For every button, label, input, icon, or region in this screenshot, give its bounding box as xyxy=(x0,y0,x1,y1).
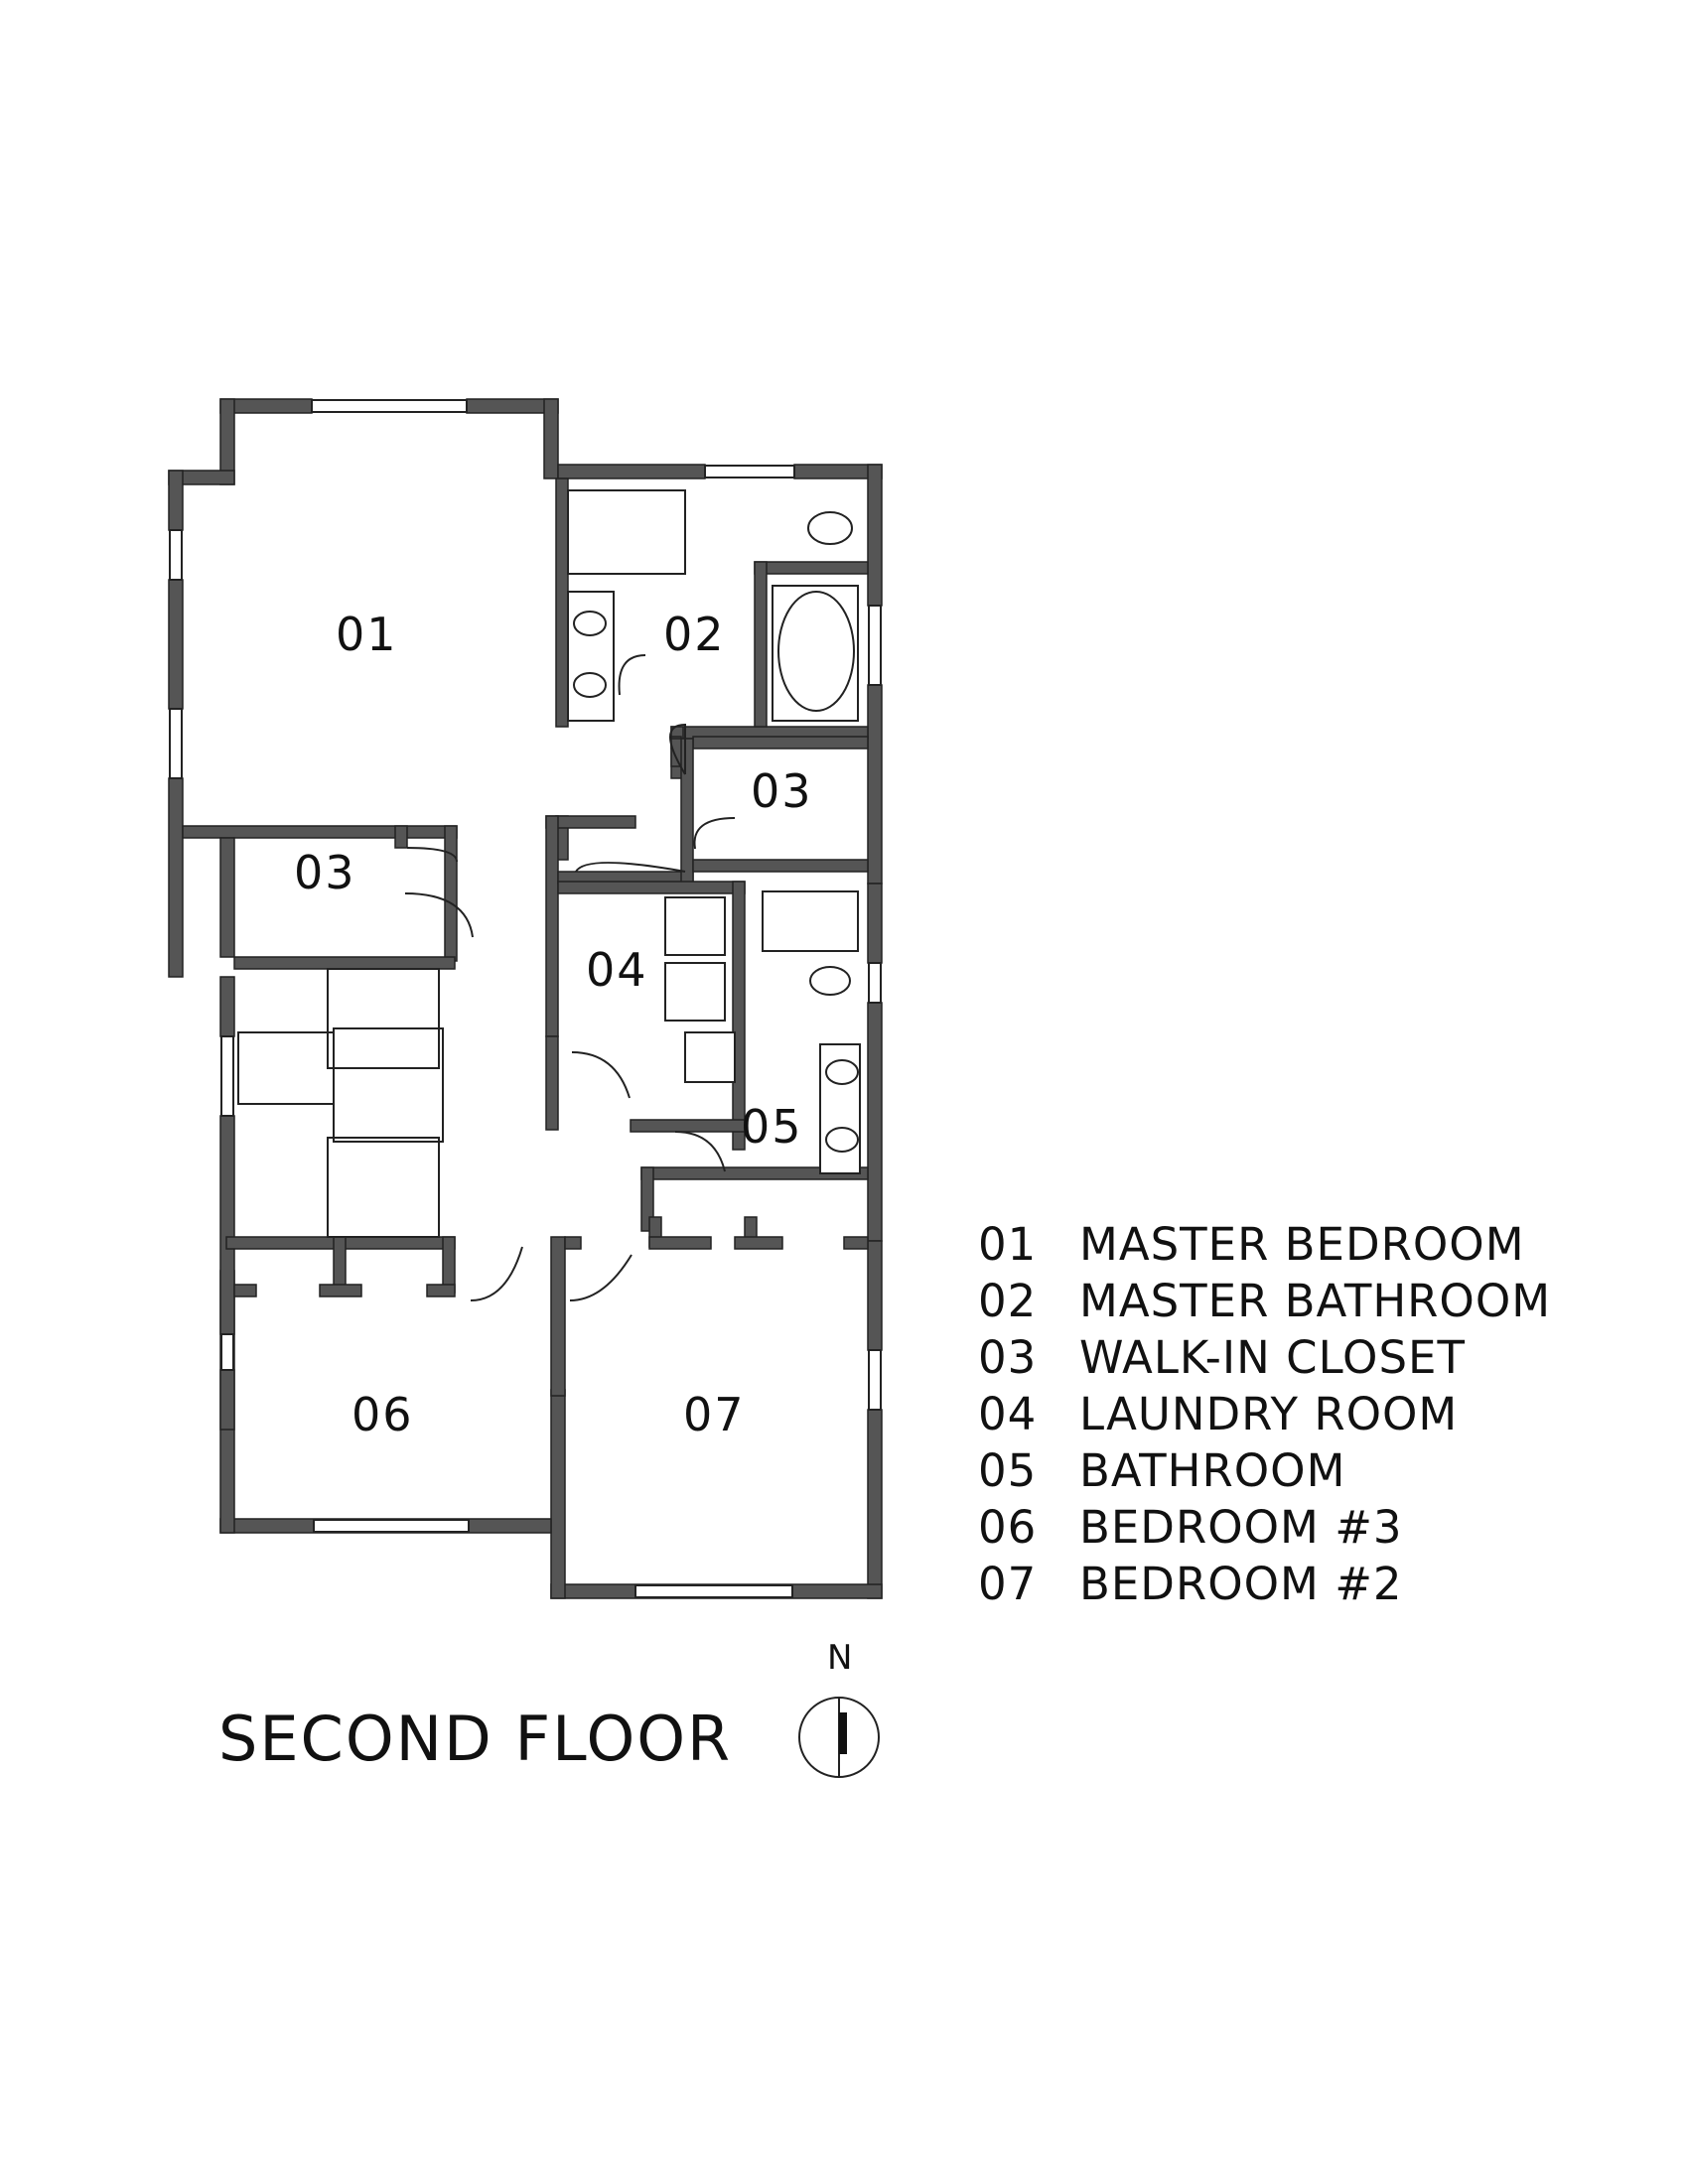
legend-name: MASTER BEDROOM xyxy=(1079,1218,1525,1271)
legend-code: 06 xyxy=(978,1501,1038,1554)
legend-row: 03 WALK-IN CLOSET xyxy=(978,1329,1551,1386)
room-label-07: 07 xyxy=(683,1388,746,1441)
legend-row: 01 MASTER BEDROOM xyxy=(978,1216,1551,1273)
legend-name: MASTER BATHROOM xyxy=(1079,1275,1552,1327)
legend-name: BEDROOM #2 xyxy=(1079,1558,1403,1610)
room-legend: 01 MASTER BEDROOM 02 MASTER BATHROOM 03 WAL… xyxy=(978,1216,1551,1612)
legend-name: WALK-IN CLOSET xyxy=(1079,1331,1466,1384)
legend-row: 02 MASTER BATHROOM xyxy=(978,1273,1551,1329)
legend-code: 01 xyxy=(978,1218,1038,1271)
legend-name: BATHROOM xyxy=(1079,1444,1346,1497)
window-openings xyxy=(169,399,882,1598)
exterior-walls xyxy=(168,398,883,1599)
legend-row: 05 BATHROOM xyxy=(978,1442,1551,1499)
legend-row: 06 BEDROOM #3 xyxy=(978,1499,1551,1556)
north-arrow-icon xyxy=(798,1697,880,1778)
legend-code: 03 xyxy=(978,1331,1038,1384)
room-label-04: 04 xyxy=(586,943,648,997)
room-label-03-closet: 03 xyxy=(751,764,813,818)
drawing-title: SECOND FLOOR xyxy=(218,1703,733,1775)
legend-code: 02 xyxy=(978,1275,1038,1327)
door-swings xyxy=(404,654,736,1301)
room-label-05: 05 xyxy=(741,1100,803,1154)
legend-code: 04 xyxy=(978,1388,1038,1440)
legend-row: 07 BEDROOM #2 xyxy=(978,1556,1551,1612)
room-label-03-walk-in: 03 xyxy=(294,846,356,899)
room-label-01: 01 xyxy=(336,608,398,661)
room-label-06: 06 xyxy=(352,1388,414,1441)
room-label-02: 02 xyxy=(663,608,726,661)
legend-code: 05 xyxy=(978,1444,1038,1497)
legend-name: BEDROOM #3 xyxy=(1079,1501,1403,1554)
stair xyxy=(237,968,444,1238)
fixtures xyxy=(567,489,861,1174)
north-label: N xyxy=(827,1638,853,1678)
legend-row: 04 LAUNDRY ROOM xyxy=(978,1386,1551,1442)
legend-code: 07 xyxy=(978,1558,1038,1610)
legend-name: LAUNDRY ROOM xyxy=(1079,1388,1459,1440)
